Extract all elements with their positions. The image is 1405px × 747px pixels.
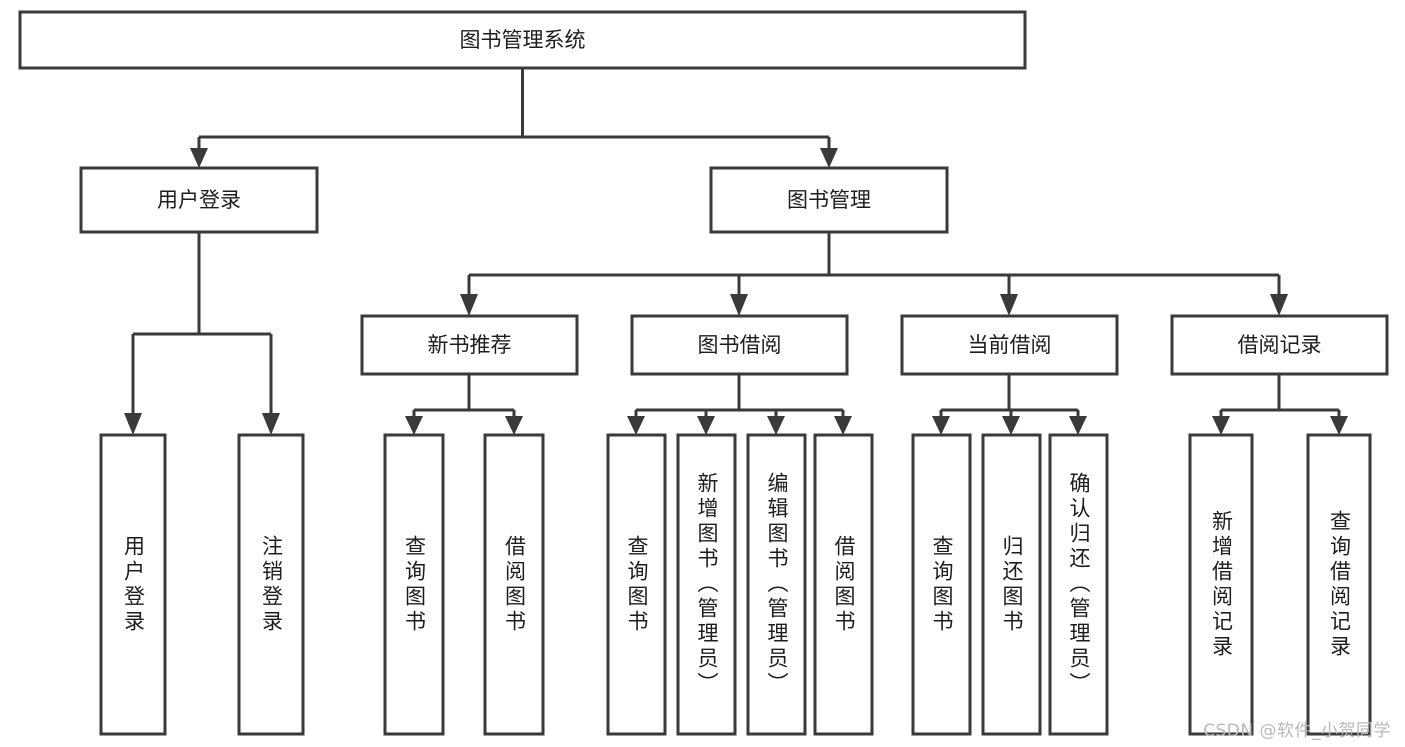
leaf-box-borrow-book-rec[interactable] xyxy=(483,433,545,736)
node-current-borrow[interactable]: 当前借阅 xyxy=(900,314,1119,376)
node-user-login[interactable]: 用户登录 xyxy=(79,166,319,234)
node-book-borrow[interactable]: 图书借阅 xyxy=(630,314,849,376)
leaf-box-edit-book-admin[interactable] xyxy=(746,433,807,736)
arrow-book-to-borrow xyxy=(730,294,748,316)
arrow-borrow-leaf-1 xyxy=(627,416,645,435)
arrow-record-leaf-2 xyxy=(1330,416,1348,435)
node-box-borrow-record[interactable] xyxy=(1170,314,1389,376)
arrow-user-leaf-2 xyxy=(262,413,280,435)
connector-group-current xyxy=(932,374,1087,435)
node-box-current-borrow[interactable] xyxy=(900,314,1119,376)
leaf-box-confirm-return[interactable] xyxy=(1048,433,1109,736)
node-box-new-book-recommend[interactable] xyxy=(360,314,579,376)
csdn-watermark: CSDN @软件_小贺同学 xyxy=(1203,721,1391,741)
arrow-newbook-leaf-1 xyxy=(405,416,423,435)
arrow-borrow-leaf-3 xyxy=(767,416,785,435)
leaf-box-return-book[interactable] xyxy=(981,433,1042,736)
node-box-book-management[interactable] xyxy=(709,166,949,234)
arrow-borrow-leaf-2 xyxy=(697,416,715,435)
connector-group-newbook xyxy=(405,374,523,435)
node-label-book-management: 图书管理 xyxy=(787,188,871,212)
arrow-root-to-book xyxy=(820,148,838,168)
node-box-user-login[interactable] xyxy=(79,166,319,234)
arrow-user-leaf-1 xyxy=(124,413,142,435)
leaf-box-query-book-rec[interactable] xyxy=(383,433,445,736)
arrow-book-to-record xyxy=(1270,294,1288,316)
node-label-new-book-recommend: 新书推荐 xyxy=(428,333,512,357)
node-label-user-login: 用户登录 xyxy=(157,188,241,212)
arrow-book-to-newbook xyxy=(460,294,478,316)
node-borrow-record[interactable]: 借阅记录 xyxy=(1170,314,1389,376)
leaf-box-query-book-cur[interactable] xyxy=(911,433,972,736)
arrow-current-leaf-1 xyxy=(932,416,950,435)
leaf-box-add-record[interactable] xyxy=(1188,433,1254,736)
node-book-management[interactable]: 图书管理 xyxy=(709,166,949,234)
connector-group-user-login xyxy=(124,232,280,435)
connector-group-borrow xyxy=(627,374,852,435)
node-label-root: 图书管理系统 xyxy=(460,28,586,52)
connector-group-record xyxy=(1212,374,1348,435)
leaf-box-add-book-admin[interactable] xyxy=(676,433,737,736)
arrow-current-leaf-2 xyxy=(1002,416,1020,435)
node-label-book-borrow: 图书借阅 xyxy=(698,333,782,357)
node-box-root[interactable] xyxy=(18,10,1027,70)
arrow-borrow-leaf-4 xyxy=(834,416,852,435)
arrow-book-to-current xyxy=(1000,294,1018,316)
connector-group-book-manage xyxy=(460,232,1288,316)
connector-group-root xyxy=(190,68,838,168)
leaf-box-borrow-book-brw[interactable] xyxy=(813,433,874,736)
node-root-system[interactable]: 图书管理系统 xyxy=(18,10,1027,70)
leaf-box-query-book-brw[interactable] xyxy=(606,433,667,736)
node-label-borrow-record: 借阅记录 xyxy=(1238,333,1322,357)
arrow-newbook-leaf-2 xyxy=(505,416,523,435)
node-new-book-recommend[interactable]: 新书推荐 xyxy=(360,314,579,376)
arrow-record-leaf-1 xyxy=(1212,416,1230,435)
node-box-book-borrow[interactable] xyxy=(630,314,849,376)
leaf-box-logout[interactable] xyxy=(237,433,305,736)
arrow-current-leaf-3 xyxy=(1069,416,1087,435)
arrow-root-to-user xyxy=(190,148,208,168)
node-label-current-borrow: 当前借阅 xyxy=(968,333,1052,357)
leaf-box-user-login[interactable] xyxy=(99,433,167,736)
leaf-box-query-record[interactable] xyxy=(1306,433,1372,736)
